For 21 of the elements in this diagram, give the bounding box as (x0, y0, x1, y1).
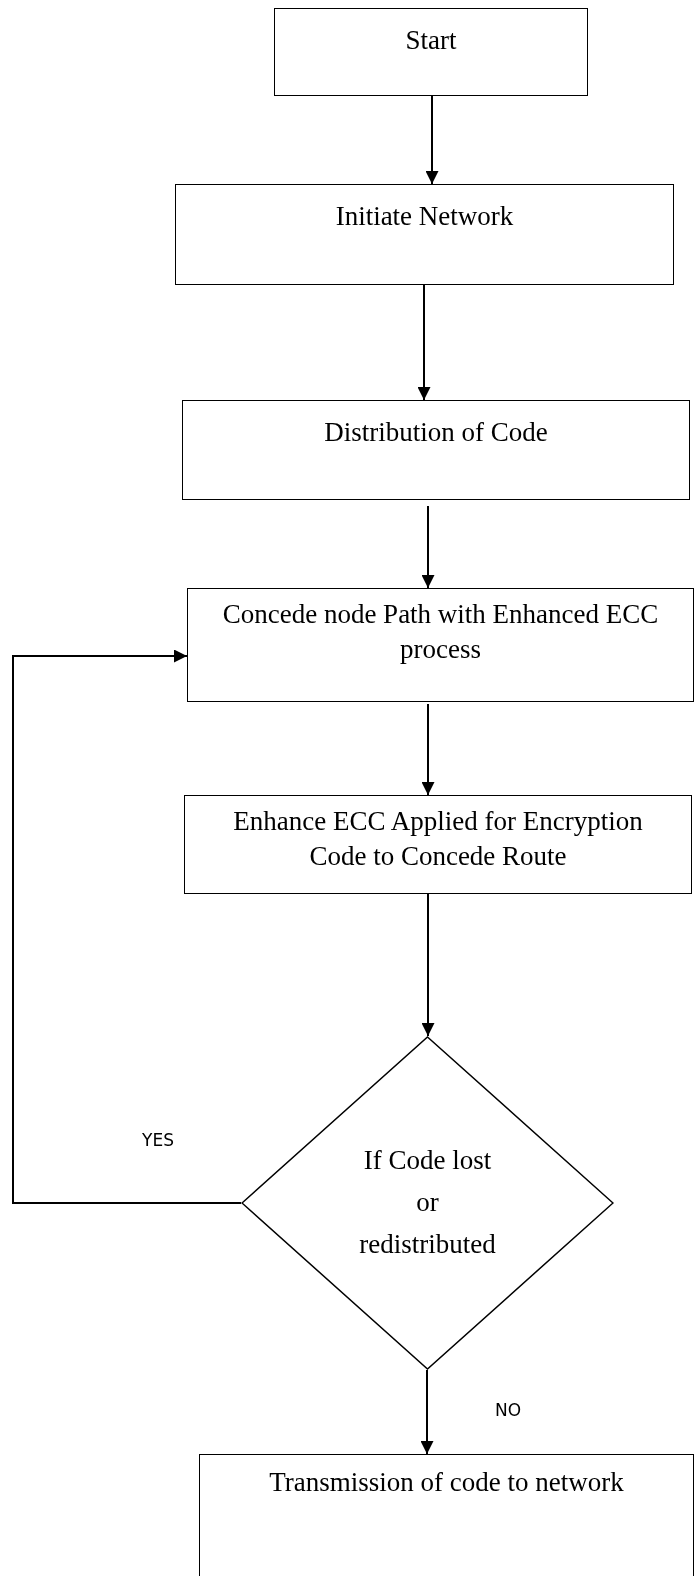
node-text: Initiate Network (335, 200, 514, 233)
decision-diamond (241, 1036, 614, 1370)
node-text: Distribution of Code (324, 416, 548, 449)
arrow (421, 703, 435, 796)
process-box (175, 184, 674, 285)
node-text: Concede node Path with Enhanced ECC process (221, 598, 660, 667)
node-text: If Code lost or redistributed (358, 1144, 497, 1261)
arrow (421, 893, 435, 1037)
process-box (187, 588, 694, 702)
arrow (12, 649, 242, 1204)
process-box (182, 400, 690, 500)
node-text: Start (405, 24, 457, 57)
arrow (420, 1369, 434, 1455)
arrow (417, 284, 431, 401)
process-box (199, 1454, 694, 1576)
arrow (425, 95, 439, 185)
node-text: Transmission of code to network (269, 1466, 624, 1499)
process-box (274, 8, 588, 96)
arrow (421, 505, 435, 589)
process-box (184, 795, 692, 894)
node-text: Enhance ECC Applied for Encryption Code to Concede Route (232, 805, 644, 874)
